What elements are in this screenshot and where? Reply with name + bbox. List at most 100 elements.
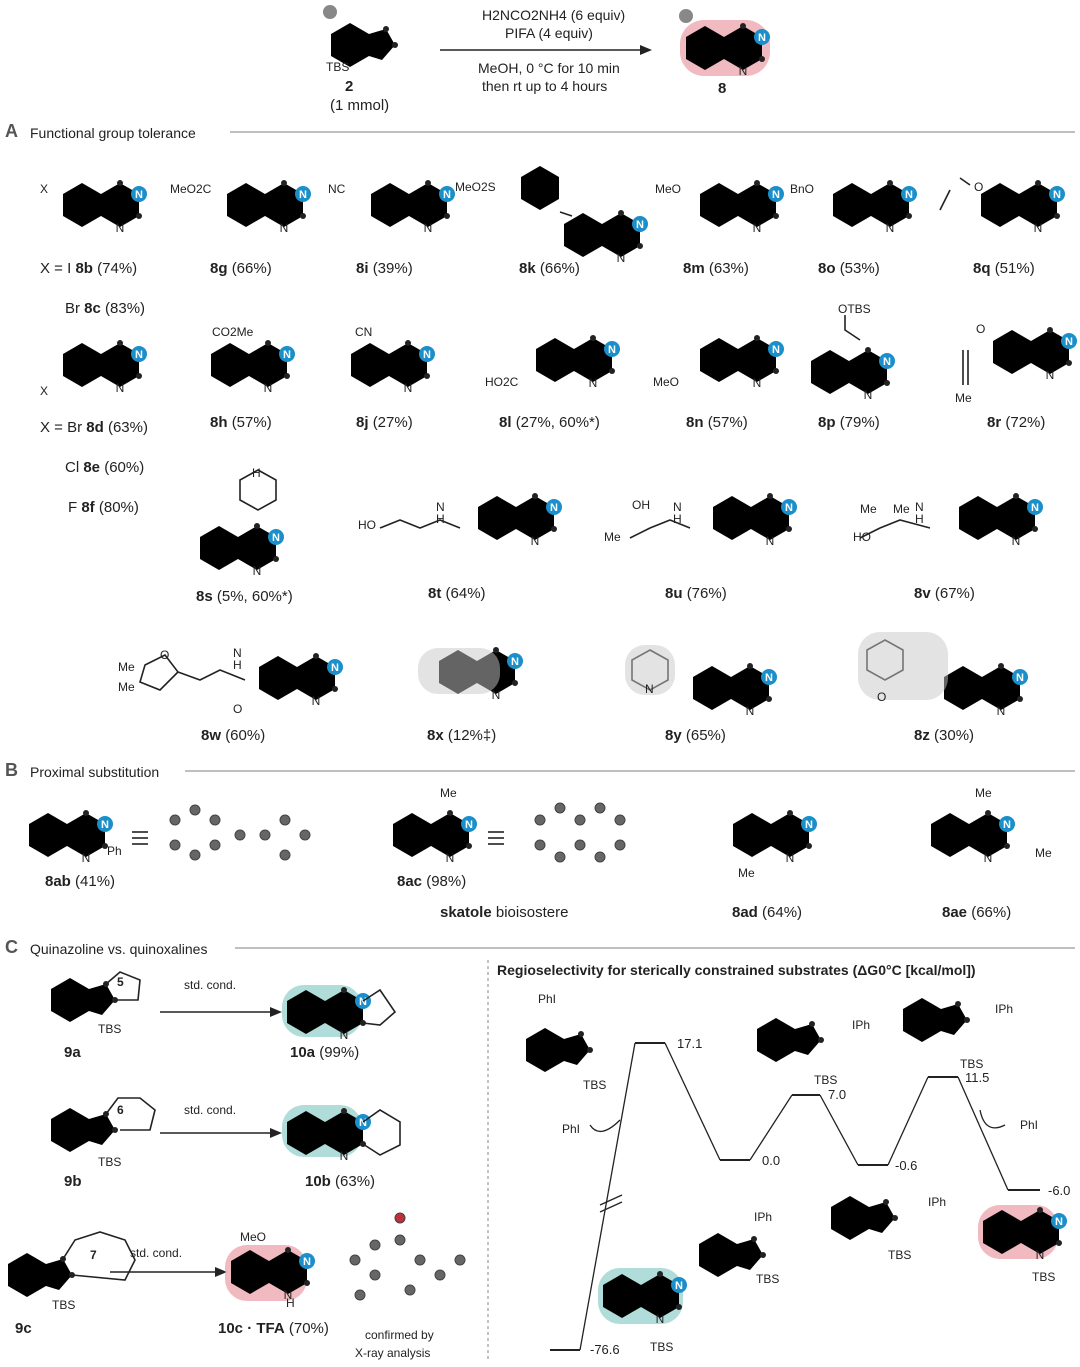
energy-level: 11.5 xyxy=(965,1070,990,1085)
substituent-label: Me xyxy=(604,530,621,544)
section-c-title: Quinazoline vs. quinoxalines xyxy=(30,941,208,957)
protecting-group: TBS xyxy=(583,1078,607,1092)
substituent-label: HO xyxy=(358,518,376,532)
compound-label: 8q (51%) xyxy=(973,260,1035,277)
condition-label: std. cond. xyxy=(184,978,237,992)
xray-caption: confirmed by xyxy=(365,1328,434,1342)
substituent-label: N xyxy=(673,500,682,514)
substituent-label: OTBS xyxy=(838,302,871,316)
compound-label: 9a xyxy=(64,1044,81,1061)
substituent-label: BnO xyxy=(790,182,815,196)
substituent-label: CO2Me xyxy=(212,325,254,339)
compound-label: 8k (66%) xyxy=(519,260,580,277)
compound-label: 10a (99%) xyxy=(290,1044,360,1061)
compound-label: 8w (60%) xyxy=(201,727,266,744)
xray-caption: X-ray analysis xyxy=(355,1346,431,1360)
substituent-label: Me xyxy=(118,660,135,674)
condition-time: then rt up to 4 hours xyxy=(482,78,608,94)
compound-label: 8n (57%) xyxy=(686,414,748,431)
iodonium-label: IPh xyxy=(995,1002,1014,1016)
energy-level: -0.6 xyxy=(895,1158,918,1173)
protecting-group: TBS xyxy=(98,1022,122,1036)
ring-size: 6 xyxy=(117,1103,124,1117)
substituent-label: N xyxy=(645,682,654,696)
compound-label: 8l (27%, 60%*) xyxy=(499,414,600,431)
substituent-label: H xyxy=(436,512,445,526)
energy-diagram-title: Regioselectivity for sterically constrai… xyxy=(497,962,976,978)
substituent-label: O xyxy=(877,690,887,704)
iodonium-label: IPh xyxy=(928,1195,947,1209)
substituent-label: Me xyxy=(860,502,877,516)
compound-label: 8ac (98%) xyxy=(397,873,467,890)
reactant-id: 2 xyxy=(345,78,354,95)
iodonium-label: IPh xyxy=(754,1210,773,1224)
ring-size: 7 xyxy=(90,1248,97,1262)
protecting-group: TBS xyxy=(814,1073,838,1087)
leaving-group: PhI xyxy=(1020,1118,1039,1132)
compound-label: F 8f (80%) xyxy=(68,499,139,516)
compound-label: 8ae (66%) xyxy=(942,904,1012,921)
compound-label: 8r (72%) xyxy=(987,414,1046,431)
energy-level: 0.0 xyxy=(762,1153,781,1168)
substituent-label: O xyxy=(160,648,170,662)
compound-label: 8z (30%) xyxy=(914,727,975,744)
substituent-label: N xyxy=(436,500,445,514)
compound-label: 9b xyxy=(64,1173,82,1190)
condition-reagent-2: PIFA (4 equiv) xyxy=(505,25,593,41)
compound-label: 8ab (41%) xyxy=(45,873,116,890)
skatole-caption: skatole bioisostere xyxy=(440,904,569,921)
substituent-label: O xyxy=(974,180,984,194)
leaving-group: PhI xyxy=(538,992,557,1006)
compound-label: 8j (27%) xyxy=(356,414,413,431)
substituent-label: H xyxy=(252,466,261,480)
protecting-group: TBS xyxy=(888,1248,912,1262)
protecting-group: TBS xyxy=(98,1155,122,1169)
substituent-label: MeO xyxy=(653,375,680,389)
section-a-title: Functional group tolerance xyxy=(30,125,196,141)
substituent-label: H xyxy=(233,658,242,672)
compound-label: 8ad (64%) xyxy=(732,904,803,921)
compound-label: 8s (5%, 60%*) xyxy=(196,588,293,605)
substituent-label: MeO xyxy=(655,182,682,196)
compound-label: 8y (65%) xyxy=(665,727,726,744)
substituent-label: N xyxy=(233,646,242,660)
compound-label: 8x (12%‡) xyxy=(427,727,497,744)
compound-label: 8m (63%) xyxy=(683,260,749,277)
section-b-letter: B xyxy=(5,760,18,780)
compound-label: 8g (66%) xyxy=(210,260,272,277)
substituent-label: H xyxy=(286,1296,295,1310)
substituent-label: Me xyxy=(118,680,135,694)
substituent-label: HO xyxy=(853,530,871,544)
protecting-group: TBS xyxy=(1032,1270,1056,1284)
substituent-label: MeO xyxy=(240,1230,267,1244)
substituent-label: N xyxy=(915,500,924,514)
energy-level: -6.0 xyxy=(1048,1183,1071,1198)
substituent-label: CN xyxy=(355,325,373,339)
iodonium-label: IPh xyxy=(852,1018,871,1032)
condition-reagent-1: H2NCO2NH4 (6 equiv) xyxy=(482,7,626,23)
compound-label: 9c xyxy=(15,1320,32,1337)
condition-label: std. cond. xyxy=(184,1103,237,1117)
substituent-label: HO2C xyxy=(485,375,519,389)
compound-label: 10b (63%) xyxy=(305,1173,376,1190)
energy-level: -76.6 xyxy=(590,1342,620,1357)
compound-label: X = I 8b (74%) xyxy=(40,260,138,277)
section-b-title: Proximal substitution xyxy=(30,764,160,780)
compound-label: X = Br 8d (63%) xyxy=(40,419,148,436)
substituent-label: H xyxy=(673,512,682,526)
condition-label: std. cond. xyxy=(130,1246,183,1260)
substituent-label: Me xyxy=(1035,846,1052,860)
energy-level: 17.1 xyxy=(677,1036,703,1051)
substituent-label: O xyxy=(976,322,986,336)
substituent-label: X xyxy=(40,182,49,196)
protecting-group: TBS xyxy=(756,1272,780,1286)
substituent-label: Me xyxy=(975,786,992,800)
product-id: 8 xyxy=(718,80,727,97)
substituent-label: OH xyxy=(632,498,650,512)
condition-solvent: MeOH, 0 °C for 10 min xyxy=(478,60,620,76)
energy-level: 7.0 xyxy=(828,1087,847,1102)
compound-label: 8u (76%) xyxy=(665,585,727,602)
reactant-amount: (1 mmol) xyxy=(330,97,390,114)
substituent-label: MeO2S xyxy=(455,180,496,194)
